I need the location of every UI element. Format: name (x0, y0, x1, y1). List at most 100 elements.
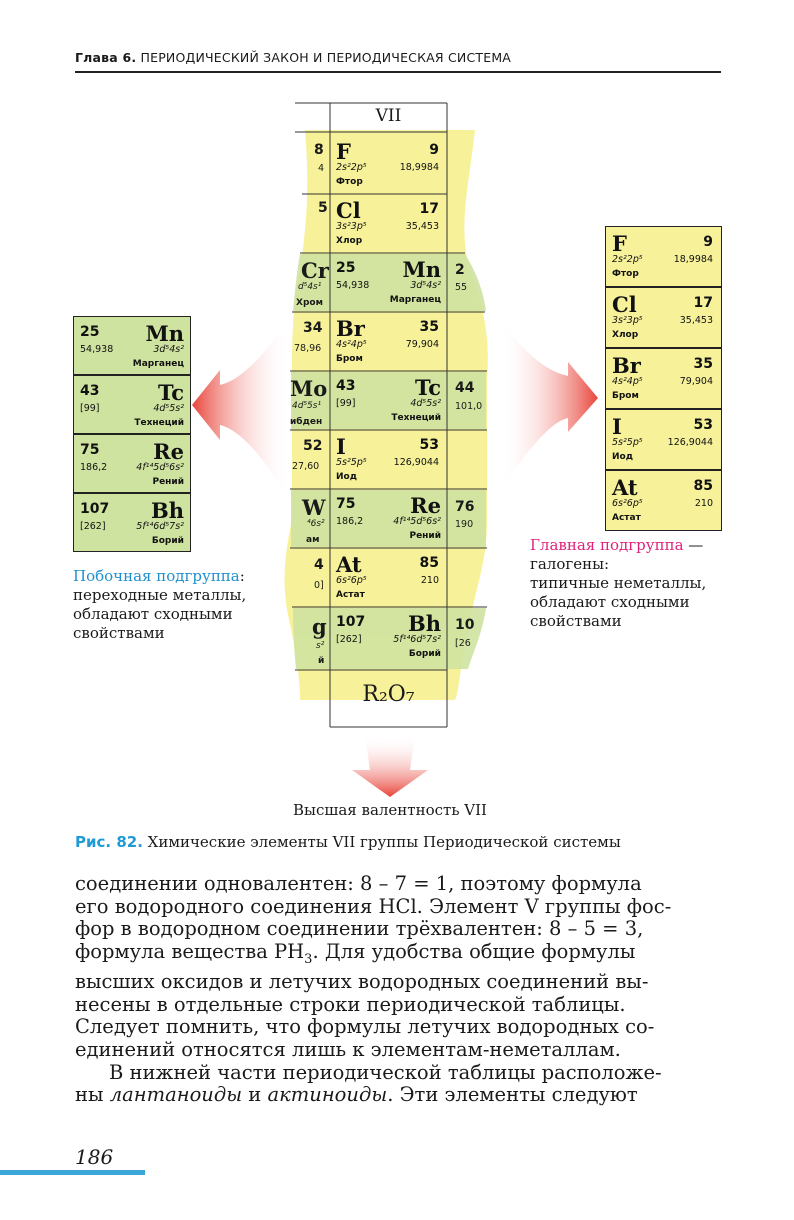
fragment: [26 (455, 638, 471, 649)
fragment: 0] (314, 580, 324, 591)
page-bar (0, 1170, 145, 1175)
fragment: s² (316, 641, 325, 651)
figure-graphics (192, 102, 598, 797)
fragment: 55 (455, 282, 468, 293)
fragment: 10 (455, 617, 475, 633)
header-rule (75, 71, 721, 73)
element-sym: F (612, 231, 627, 256)
element-mass: 79,904 (405, 339, 439, 350)
element-sym: At (612, 475, 638, 500)
element-mass: [262] (336, 634, 362, 645)
fragment: ам (306, 535, 320, 545)
fragment: 101,0 (455, 401, 483, 412)
element-name: Иод (612, 452, 633, 462)
element-conf: 4s²4p⁵ (612, 376, 643, 387)
subscript: 3 (304, 951, 313, 967)
caption-text: переходные металлы, (73, 586, 247, 604)
fragment: 27,60 (292, 461, 320, 472)
caption-text: свойствами (530, 612, 622, 630)
fragment: 52 (303, 438, 323, 454)
text-line: фор в водородном соединении трёхвалентен… (75, 917, 644, 941)
element-name: Астат (612, 513, 641, 523)
element-num: 43 (80, 383, 100, 399)
text-line: ны лантаноиды и актиноиды. Эти элементы … (75, 1083, 721, 1107)
caption-text: галогены: (530, 555, 610, 573)
element-num: 75 (80, 442, 100, 458)
element-num: 25 (80, 324, 100, 340)
arrow-down-icon (352, 735, 428, 797)
element-mass: 79,904 (679, 376, 713, 387)
element-conf: 5f¹⁴6d⁵7s² (136, 521, 184, 532)
element-mass: 18,9984 (673, 254, 713, 265)
element-name: Хлор (612, 330, 639, 340)
element-conf: 2s²2p⁵ (612, 254, 643, 265)
element-mass: 210 (694, 498, 713, 509)
element-num: 17 (693, 295, 713, 311)
element-sym: Re (410, 493, 441, 518)
element-conf: 3d⁵4s² (153, 344, 184, 355)
element-num: 85 (419, 555, 439, 571)
element-mass: 126,9044 (667, 437, 713, 448)
text-line: единений относятся лишь к элементам-неме… (75, 1038, 621, 1062)
fragment: 78,96 (294, 343, 322, 354)
caption-text: — (683, 536, 704, 554)
element-name: Бром (612, 391, 639, 401)
element-conf: 3d⁵4s² (410, 280, 441, 291)
element-name: Рений (152, 477, 184, 487)
element-conf: 4d⁵5s² (410, 398, 441, 409)
element-mass: 126,9044 (393, 457, 439, 468)
element-mass: 35,453 (679, 315, 713, 326)
element-conf: 4f¹⁴5d⁵6s² (136, 462, 184, 473)
element-mass: 186,2 (336, 516, 364, 527)
element-sym: I (336, 434, 346, 459)
caption-text: обладают сходными (530, 593, 690, 611)
text-span: . Для удобства общие формулы (312, 939, 636, 963)
text-span: формула вещества PH (75, 939, 305, 963)
fragment: 8 (314, 142, 324, 158)
element-num: 85 (693, 478, 713, 494)
element-conf: 4d⁵5s² (153, 403, 184, 414)
element-sym: Cl (336, 198, 361, 223)
text-line: Следует помнить, что формулы летучих вод… (75, 1015, 655, 1039)
fragment: Cr (301, 258, 329, 283)
element-num: 35 (693, 356, 713, 372)
fragment: 190 (455, 519, 474, 530)
element-name: Технеций (391, 413, 441, 423)
caption-text: свойствами (73, 624, 165, 642)
fragment: 76 (455, 499, 475, 515)
italic-term: актиноиды (267, 1083, 388, 1107)
fragment: 4 (318, 163, 325, 174)
element-sym: I (612, 414, 622, 439)
element-conf: 3s²3p⁵ (612, 315, 643, 326)
element-conf: 6s²6p⁵ (612, 498, 643, 509)
element-conf: 6s²6p⁵ (336, 575, 367, 586)
text-span: . Эти элементы следуют (387, 1083, 638, 1107)
secondary-subgroup-caption: Побочная подгруппа: переходные металлы, … (73, 567, 246, 643)
text-line: его водородного соединения HCl. Элемент … (75, 894, 672, 918)
element-mass: [99] (80, 403, 100, 414)
arrow-right-icon (500, 320, 598, 490)
element-mass: 186,2 (80, 462, 108, 473)
element-sym: Bh (407, 611, 441, 636)
page-number: 186 (75, 1145, 114, 1169)
element-name: Борий (151, 536, 184, 546)
element-cell-re: 75 Re 186,2 4f¹⁴5d⁵6s² Рений (73, 434, 191, 493)
element-name: Марганец (389, 295, 441, 305)
element-name: Астат (336, 590, 365, 600)
element-name: Рений (409, 531, 441, 541)
element-sym: Tc (157, 380, 184, 405)
arrow-left-icon (192, 320, 290, 500)
element-sym: Re (153, 439, 184, 464)
element-cell-at: 85 At 210 6s²6p⁵ Астат (605, 470, 722, 531)
text-line: формула вещества PH3. Для удобства общие… (75, 939, 721, 971)
group-label: VII (375, 106, 402, 126)
